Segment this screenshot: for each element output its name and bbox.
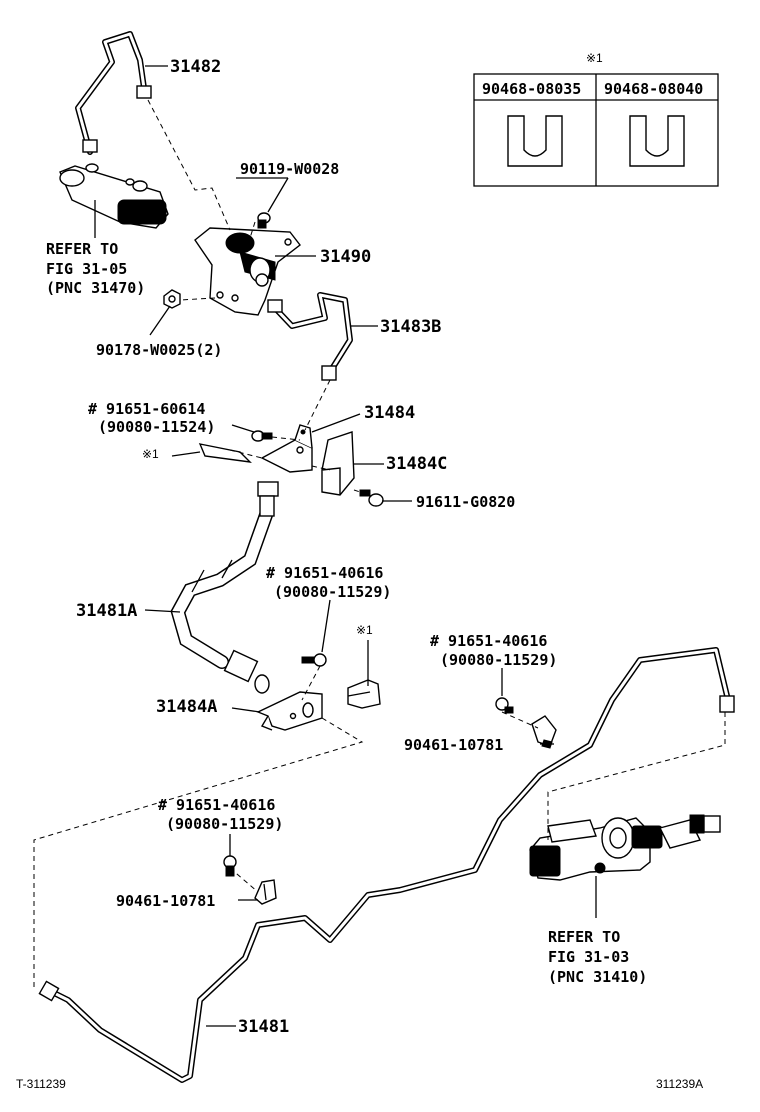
label-90461-a: 90461-10781 xyxy=(404,736,503,754)
table-header-1: 90468-08035 xyxy=(482,80,581,98)
label-31490: 31490 xyxy=(320,247,371,267)
label-31481A: 31481A xyxy=(76,601,137,621)
washer-table: ※1 90468-08035 90468-08040 xyxy=(473,51,719,187)
bolt-91651-40616-c xyxy=(223,855,237,877)
label-star1-a: ※1 xyxy=(142,447,159,461)
footer-right-code: 311239A xyxy=(656,1077,703,1091)
label-90178: 90178-W0025(2) xyxy=(96,341,222,359)
label-31481: 31481 xyxy=(238,1017,289,1037)
table-header-2: 90468-08040 xyxy=(604,80,703,98)
label-refer1-line2: FIG 31-05 xyxy=(46,260,127,278)
leader-lines xyxy=(94,65,597,1027)
bolt-91651-40616-a xyxy=(301,653,327,667)
master-cylinder-31410 xyxy=(529,814,721,881)
label-refer2-line1: REFER TO xyxy=(548,928,620,946)
bolt-90119 xyxy=(257,212,271,229)
label-31484C: 31484C xyxy=(386,454,447,474)
pipe-31482 xyxy=(75,31,152,155)
clip-star1-b xyxy=(347,679,381,709)
label-90119: 90119-W0028 xyxy=(240,160,339,178)
label-91611: 91611-G0820 xyxy=(416,493,515,511)
bolt-91651-60614 xyxy=(251,430,273,442)
bracket-31490 xyxy=(194,227,301,316)
labels: 31482 90119-W0028 31490 REFER TO FIG 31-… xyxy=(16,57,703,1091)
nut-90178 xyxy=(163,289,181,309)
bolt-91611 xyxy=(359,489,384,507)
clamp-90461-b xyxy=(254,879,277,905)
label-91651-60614: # 91651-60614 xyxy=(88,400,205,418)
label-31484A: 31484A xyxy=(156,697,217,717)
bracket-31484C xyxy=(321,431,355,496)
bracket-31484A xyxy=(256,691,323,731)
pipe-31483B xyxy=(267,292,353,381)
label-refer2-line2: FIG 31-03 xyxy=(548,948,629,966)
bolt-91651-40616-b xyxy=(495,697,514,714)
washer-u-right xyxy=(629,115,685,167)
dashed-lines xyxy=(33,99,726,990)
pipe-31481 xyxy=(38,647,735,1083)
label-90080-11524: (90080-11524) xyxy=(98,418,215,436)
label-91651-40616-b: # 91651-40616 xyxy=(430,632,547,650)
clip-star1-a xyxy=(198,443,252,463)
label-refer1-line1: REFER TO xyxy=(46,240,118,258)
clamp-90461-a xyxy=(531,715,557,749)
footer-left-code: T-311239 xyxy=(16,1077,66,1091)
label-91651-40616-a: # 91651-40616 xyxy=(266,564,383,582)
hose-31481A xyxy=(170,481,279,694)
bracket-31484 xyxy=(260,424,313,473)
label-refer2-line3: (PNC 31410) xyxy=(548,968,647,986)
label-90080-11529-c: (90080-11529) xyxy=(166,815,283,833)
label-91651-40616-c: # 91651-40616 xyxy=(158,796,275,814)
washer-u-left xyxy=(507,115,563,167)
label-31482: 31482 xyxy=(170,57,221,77)
label-90080-11529-b: (90080-11529) xyxy=(440,651,557,669)
table-note: ※1 xyxy=(586,51,603,65)
label-31484: 31484 xyxy=(364,403,415,423)
label-31483B: 31483B xyxy=(380,317,441,337)
label-90461-b: 90461-10781 xyxy=(116,892,215,910)
release-cylinder-31470 xyxy=(59,163,169,229)
label-refer1-line3: (PNC 31470) xyxy=(46,279,145,297)
label-90080-11529-a: (90080-11529) xyxy=(274,583,391,601)
label-star1-b: ※1 xyxy=(356,623,373,637)
